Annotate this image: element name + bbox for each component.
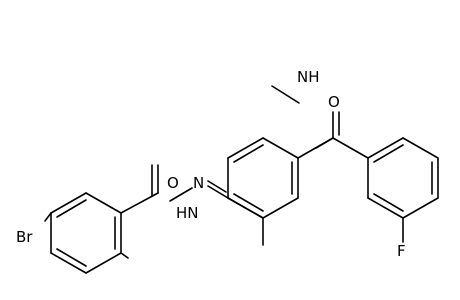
fluorine-label: F bbox=[397, 242, 406, 260]
fluorophenyl-ring bbox=[367, 137, 439, 219]
bromophenyl-ring bbox=[50, 192, 129, 274]
imine-nitrogen-label: N bbox=[193, 174, 204, 192]
hydrazide-hn-label: HN bbox=[176, 204, 199, 222]
central-phenyl-ring bbox=[227, 137, 334, 219]
hydrazide-oxygen-label: O bbox=[167, 174, 179, 192]
bromine-label: Br bbox=[16, 228, 33, 246]
amide-nh-label: NH bbox=[297, 68, 320, 86]
amide-oxygen-label: O bbox=[328, 93, 340, 111]
c-br-bond bbox=[44, 212, 52, 222]
benzamide-group bbox=[271, 85, 369, 159]
hydrazone-linker bbox=[120, 164, 264, 246]
